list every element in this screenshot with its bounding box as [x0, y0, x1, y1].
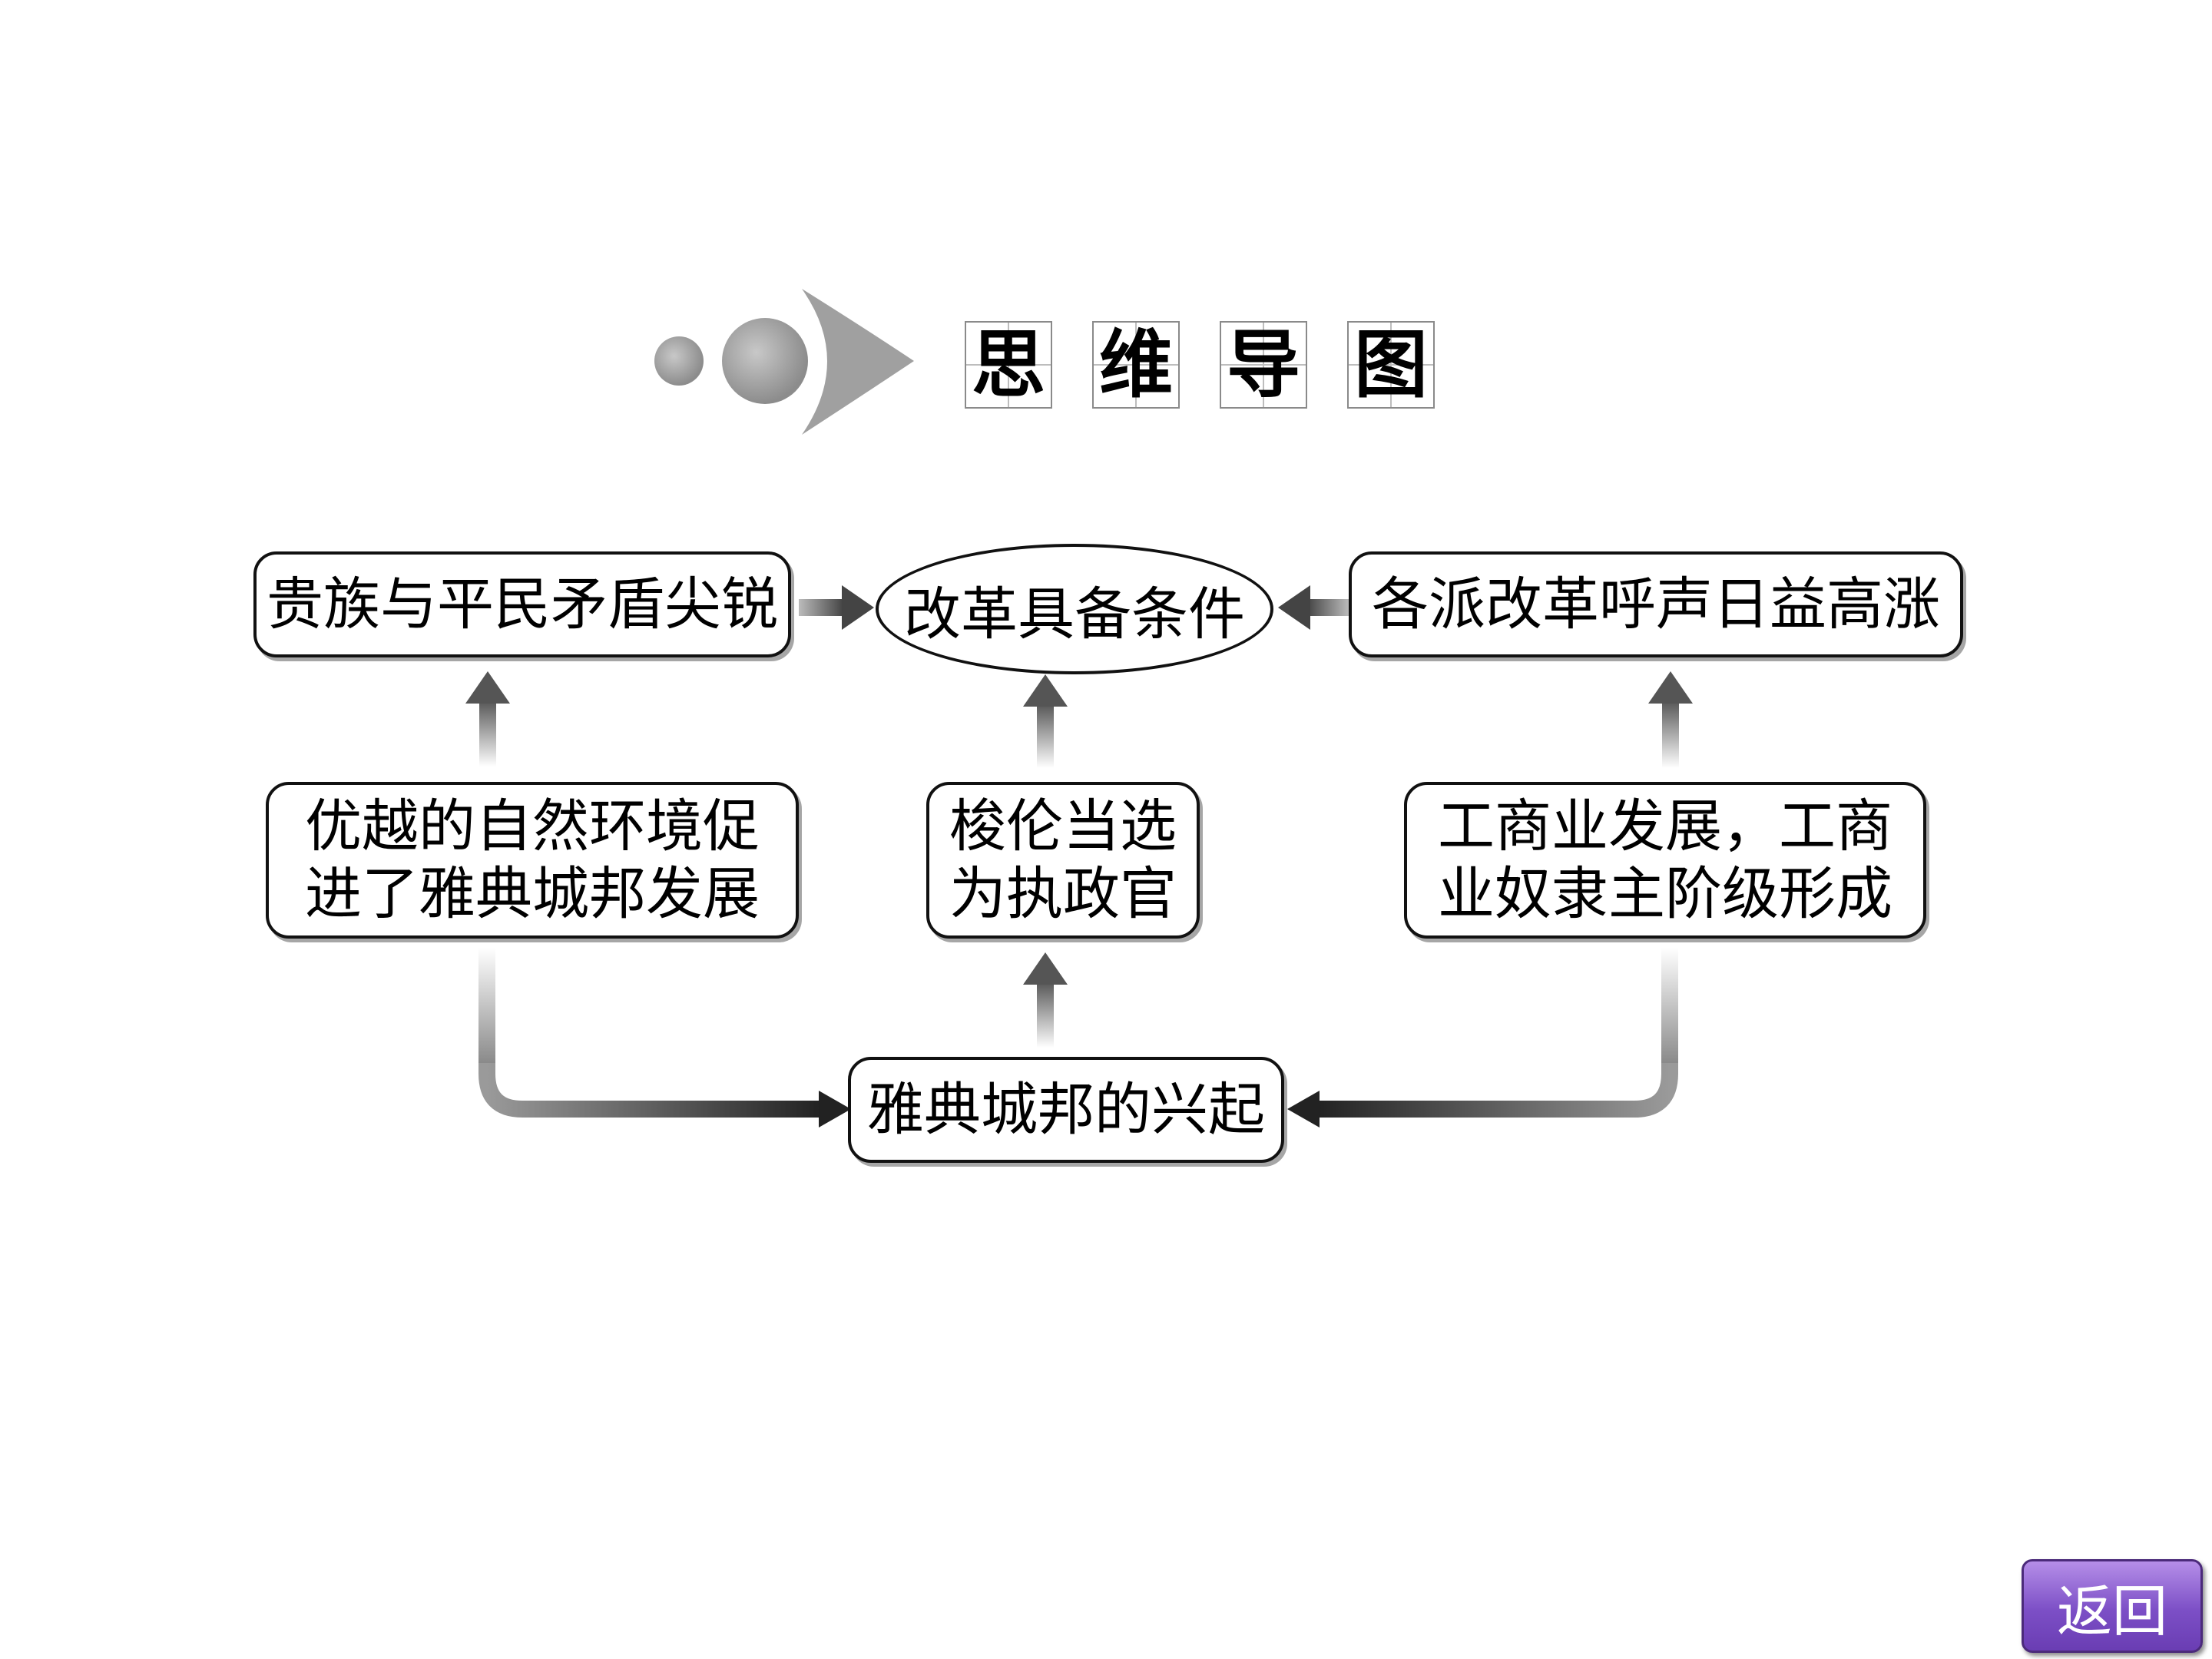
node-solon-elected: 梭伦当选 为执政官	[926, 782, 1200, 939]
node-reform-calls: 各派改革呼声日益高涨	[1349, 551, 1963, 657]
node-commerce-development: 工商业发展，工商 业奴隶主阶级形成	[1404, 782, 1926, 939]
node-natural-environment: 优越的自然环境促 进了雅典城邦发展	[266, 782, 799, 939]
node-commerce-development-label: 工商业发展，工商 业奴隶主阶级形成	[1438, 793, 1892, 927]
title-char-2: 维	[1092, 321, 1180, 409]
arrow-commerce-to-rise	[1287, 948, 1678, 1128]
node-reform-conditions: 改革具备条件	[876, 544, 1273, 674]
arrow-environment-up	[465, 671, 510, 767]
title-char-3: 导	[1220, 321, 1307, 409]
title-char-1: 思	[965, 321, 1052, 409]
arrow-environment-to-rise	[478, 948, 851, 1128]
node-solon-elected-label: 梭伦当选 为执政官	[949, 793, 1177, 927]
arrow-conflict-to-conditions	[799, 585, 874, 630]
node-athens-rise: 雅典城邦的兴起	[848, 1057, 1284, 1163]
node-noble-commoner-conflict: 贵族与平民矛盾尖锐	[253, 551, 791, 657]
node-reform-conditions-label: 改革具备条件	[904, 581, 1245, 647]
node-reform-calls-label: 各派改革呼声日益高涨	[1372, 571, 1940, 637]
page-title: 思 维 导 图	[965, 321, 1435, 410]
arrow-rise-up	[1023, 952, 1068, 1048]
back-button-label: 返回	[2056, 1578, 2167, 1644]
title-decoration-icon	[654, 289, 914, 435]
node-noble-commoner-conflict-label: 贵族与平民矛盾尖锐	[267, 571, 778, 637]
title-char-4: 图	[1347, 321, 1435, 409]
arrow-reform-to-conditions	[1278, 585, 1349, 630]
arrow-commerce-up	[1648, 671, 1693, 768]
back-button[interactable]: 返回	[2022, 1559, 2203, 1653]
arrow-solon-up	[1023, 674, 1068, 768]
node-athens-rise-label: 雅典城邦的兴起	[867, 1077, 1265, 1143]
node-natural-environment-label: 优越的自然环境促 进了雅典城邦发展	[305, 793, 760, 927]
